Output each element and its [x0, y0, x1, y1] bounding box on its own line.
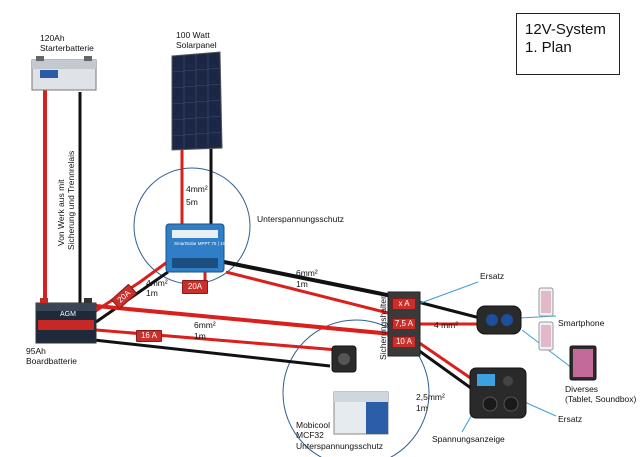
- solar-panel-name: Solarpanel: [176, 40, 217, 50]
- solar-cable-size: 4mm²: [186, 184, 208, 194]
- controller-cable-size: 4mm²: [146, 278, 168, 288]
- charge-controller: [165, 223, 225, 273]
- tablet-label: Diverses: [565, 384, 599, 394]
- factory-note-line-2: Sicherung und Trennrelais: [66, 150, 76, 250]
- undervoltage-bottom-label: Unterspannungsschutz: [296, 441, 383, 451]
- tablet-detail: (Tablet, Soundbox): [565, 394, 637, 404]
- controller-text: SmartSolar MPPT 75 | 15: [174, 241, 226, 246]
- voltage-display-label: Spannungsanzeige: [432, 434, 505, 444]
- fridge-cable-size: 6mm²: [194, 320, 216, 330]
- fuse-holder-label: Sicherungshalter: [378, 296, 388, 360]
- battery-fuse-cable-size: 6mm²: [296, 268, 318, 278]
- usb-negative-wire: [417, 300, 481, 320]
- fridge-socket: [331, 345, 357, 373]
- smartphone-label: Smartphone: [558, 318, 605, 328]
- fuse-holder-slot-1: x A: [392, 298, 416, 310]
- battery-brand-label: AGM: [60, 311, 76, 318]
- spare-top-label: Ersatz: [480, 271, 505, 281]
- undervoltage-top-label: Unterspannungsschutz: [257, 214, 344, 224]
- panel-cable-size: 2,5mm²: [416, 392, 445, 402]
- usb-socket: [476, 305, 522, 335]
- solar-panel-power: 100 Watt: [176, 30, 210, 40]
- solar-panel: [171, 51, 223, 151]
- starter-battery-name: Starterbatterie: [40, 43, 94, 53]
- fridge-positive-wire: [95, 328, 339, 352]
- controller-cable-length: 1m: [146, 288, 158, 298]
- battery-fusebox-negative-wire: [223, 260, 393, 298]
- title-line-2: 1. Plan: [525, 39, 572, 56]
- spare-top-line: [417, 281, 479, 305]
- board-battery-capacity: 95Ah: [26, 346, 46, 356]
- switch-panel: [469, 367, 527, 419]
- controller-fusebox-red-wire: [225, 270, 393, 316]
- spare-bottom-label: Ersatz: [558, 414, 583, 424]
- board-battery-name: Boardbatterie: [26, 356, 78, 366]
- fridge-circle: [282, 319, 430, 457]
- battery-fuse-cable-length: 1m: [296, 279, 308, 289]
- fuse-holder-slot-2: 7,5 A: [392, 318, 416, 330]
- title-line-1: 12V-System: [525, 21, 606, 38]
- usb-cable-size: 4 mm²: [434, 320, 459, 330]
- fridge-brand: Mobicool: [296, 420, 331, 430]
- smartphone-device: [538, 287, 554, 351]
- fridge-model: MCF32: [296, 430, 324, 440]
- fuse-16a: 16 A: [136, 330, 162, 342]
- controller-battery-positive-wire: [87, 258, 171, 318]
- panel-cable-length: 1m: [416, 403, 428, 413]
- fuse-20a-right: 20A: [182, 280, 208, 294]
- factory-note-line-1: Von Werk aus mit: [56, 179, 66, 246]
- starter-battery: [31, 56, 97, 91]
- fridge: [333, 391, 389, 435]
- battery-fusebox-positive-wire: [95, 304, 393, 336]
- fridge-cable-length: 1m: [194, 331, 206, 341]
- system-title: 12V-System 1. Plan: [516, 13, 620, 75]
- fuse-holder-slot-3: 10 A: [392, 336, 416, 348]
- board-battery: [35, 298, 97, 344]
- starter-battery-capacity: 120Ah: [40, 33, 65, 43]
- solar-cable-length: 5m: [186, 197, 198, 207]
- tablet-device: [569, 345, 597, 381]
- fridge-negative-wire: [93, 338, 331, 368]
